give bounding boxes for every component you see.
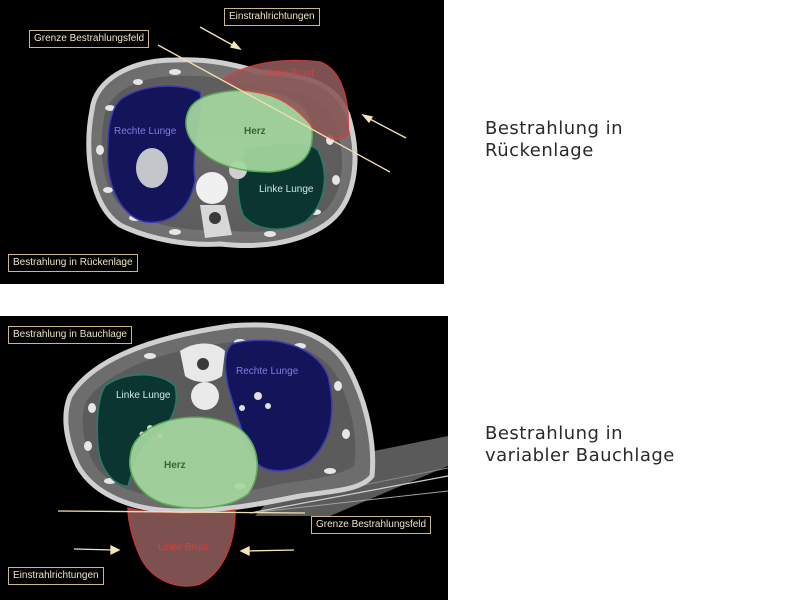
right-lung-label: Rechte Lunge bbox=[114, 126, 177, 137]
left-lung-label-prone: Linke Lunge bbox=[116, 390, 171, 401]
ct-scan-prone bbox=[57, 322, 448, 587]
heart-label: Herz bbox=[244, 126, 266, 137]
caption-prone: Bestrahlung in variabler Bauchlage bbox=[485, 423, 675, 467]
ct-panel-prone: Bestrahlung in Bauchlage Grenze Bestrahl… bbox=[0, 316, 448, 600]
ct-panel-supine: Grenze Bestrahlungsfeld Einstrahlrichtun… bbox=[0, 0, 444, 284]
field-border-label-prone: Grenze Bestrahlungsfeld bbox=[311, 516, 432, 534]
field-border-line bbox=[157, 44, 391, 173]
right-lung-label-prone: Rechte Lunge bbox=[236, 366, 299, 377]
caption-supine-line2: Rückenlage bbox=[485, 140, 594, 161]
heart-label-prone: Herz bbox=[164, 460, 186, 471]
beam-arrow-right bbox=[367, 117, 407, 139]
beam-arrow-top bbox=[199, 26, 237, 48]
beam-arrow-left bbox=[73, 548, 115, 551]
field-border-label: Grenze Bestrahlungsfeld bbox=[29, 30, 150, 48]
breast-label: Linke Brust bbox=[264, 68, 315, 79]
position-label-supine: Bestrahlung in Rückenlage bbox=[8, 254, 138, 272]
beam-arrow-right-prone bbox=[245, 549, 295, 552]
heart-shape-prone bbox=[129, 416, 258, 509]
breast-shape bbox=[224, 59, 350, 140]
caption-prone-line2: variabler Bauchlage bbox=[485, 445, 675, 466]
left-lung-label: Linke Lunge bbox=[259, 184, 314, 195]
caption-supine-line1: Bestrahlung in bbox=[485, 118, 624, 139]
caption-supine: Bestrahlung in Rückenlage bbox=[485, 118, 623, 162]
beam-directions-label-prone: Einstrahlrichtungen bbox=[8, 567, 104, 585]
field-border-line-prone bbox=[57, 510, 306, 514]
breast-label-prone: Linke Brust bbox=[158, 542, 209, 553]
right-lung-shape-prone bbox=[224, 339, 333, 472]
ct-scan-supine bbox=[86, 26, 407, 249]
caption-prone-line1: Bestrahlung in bbox=[485, 423, 624, 444]
position-label-prone: Bestrahlung in Bauchlage bbox=[8, 326, 132, 344]
beam-directions-label: Einstrahlrichtungen bbox=[224, 8, 320, 26]
breast-shape-prone bbox=[127, 507, 236, 587]
